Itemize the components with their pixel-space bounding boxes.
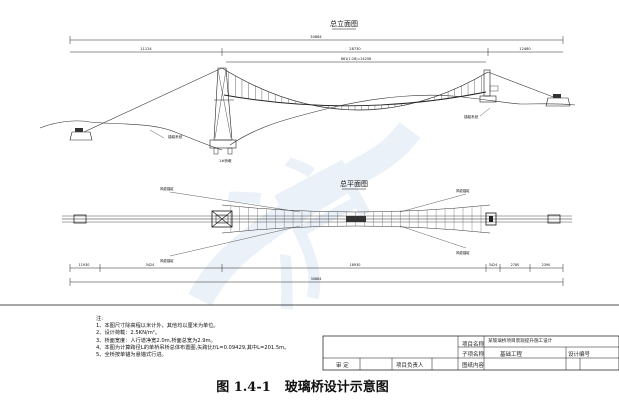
plan-title: 总平面图 — [340, 179, 368, 188]
caption-number: 图 1.4-1 — [216, 380, 271, 395]
tb-drawing-content-label: 图纸内容 — [462, 363, 485, 369]
left-anchor — [69, 128, 93, 141]
figure-caption: 图 1.4-1 玻璃桥设计示意图 — [0, 376, 619, 395]
plan-right-tower — [485, 212, 497, 226]
left-backstay — [83, 67, 223, 133]
overall-dim-label: 30884 — [310, 35, 322, 39]
tb-subitem-value: 基础工程 — [500, 352, 523, 358]
note-item: 5、全桥按单锚为悬锚式行进。 — [96, 352, 167, 359]
plan-cable-top — [221, 204, 491, 213]
guy-line — [169, 225, 301, 257]
hangers — [228, 72, 482, 110]
tb-project-label: 项目名称 — [462, 342, 485, 348]
right-backstay — [487, 71, 557, 99]
right-tower — [479, 69, 499, 103]
plan-dim: 18930 — [350, 263, 361, 267]
watermark: 沪 — [188, 119, 421, 343]
anchor-right-label: 锚碇系统 — [464, 114, 479, 119]
elevation-view: 总立面图 30884 11124 28730 12480 861(1:28)=2… — [39, 19, 576, 163]
plan-anchors — [73, 214, 561, 224]
note-item: 2、设计荷载：2.5KN/m²。 — [96, 330, 161, 337]
span-dim-mid: 28730 — [349, 47, 361, 51]
span-dim-right: 12480 — [519, 47, 531, 51]
guy-line — [399, 225, 467, 249]
plan-dim: 2780 — [511, 263, 520, 267]
plan-dim: 2390 — [542, 263, 551, 267]
plan-dim: 3424 — [146, 263, 155, 267]
guy-label: 风缆锚碇 — [160, 186, 174, 191]
note-item: 1、本图尺寸除高程以米计外，其他均以厘米为单位。 — [96, 323, 219, 330]
ground-profile — [39, 94, 576, 151]
plan-left-tower — [211, 210, 233, 228]
anchor-left-label: 锚碇系统 — [168, 134, 183, 139]
plan-overall-dim: 30884 — [311, 277, 322, 281]
guy-label: 风缆锚碇 — [456, 188, 470, 193]
tb-row-label: 审 定 — [336, 363, 349, 369]
tb-row-label: 项目负责人 — [396, 363, 424, 369]
left-pier-label: 1#桥墩 — [219, 158, 232, 163]
plan-view: 总平面图 风缆锚碇 风缆锚碇 风缆锚碇 风缆锚碇 — [62, 179, 572, 286]
plan-hangers — [230, 205, 482, 233]
center-dim-label: 861(1:28)=24258 — [341, 57, 371, 61]
plan-dim: 3424 — [489, 263, 498, 267]
note-item: 4、本图为计算跨径L的单桥吊桥总体布置图,矢跨比f/L=0.09429,其中L=… — [96, 344, 290, 351]
caption-text: 玻璃桥设计示意图 — [284, 380, 389, 395]
tb-subitem-label: 子项名称 — [462, 352, 485, 358]
left-tower: 1#桥墩 — [209, 67, 237, 163]
guy-line — [399, 193, 467, 213]
plan-dim: 11930 — [79, 263, 90, 267]
notes-heading: 注: — [96, 316, 103, 322]
plan-cable-bottom — [221, 225, 491, 234]
deck-line — [223, 91, 487, 107]
tb-project-value: 某玻璃桥项目景观提升施工设计 — [488, 339, 553, 344]
note-item: 3、桥面宽度：人行道净宽2.0m,桥面总宽为2.9m。 — [96, 337, 216, 344]
elevation-title: 总立面图 — [330, 19, 358, 28]
guy-label: 风缆锚碇 — [160, 258, 174, 263]
span-dim-left: 11124 — [140, 47, 152, 51]
tb-design-number-label: 设计编号 — [568, 352, 591, 358]
right-anchor — [545, 94, 571, 107]
title-block — [322, 335, 619, 371]
guy-line — [169, 191, 301, 213]
design-notes: 注: 1、本图尺寸除高程以米计外，其他均以厘米为单位。 2、设计荷载：2.5KN… — [96, 316, 289, 359]
guy-label: 风缆锚碇 — [456, 250, 470, 255]
plan-center-deck — [346, 216, 366, 222]
